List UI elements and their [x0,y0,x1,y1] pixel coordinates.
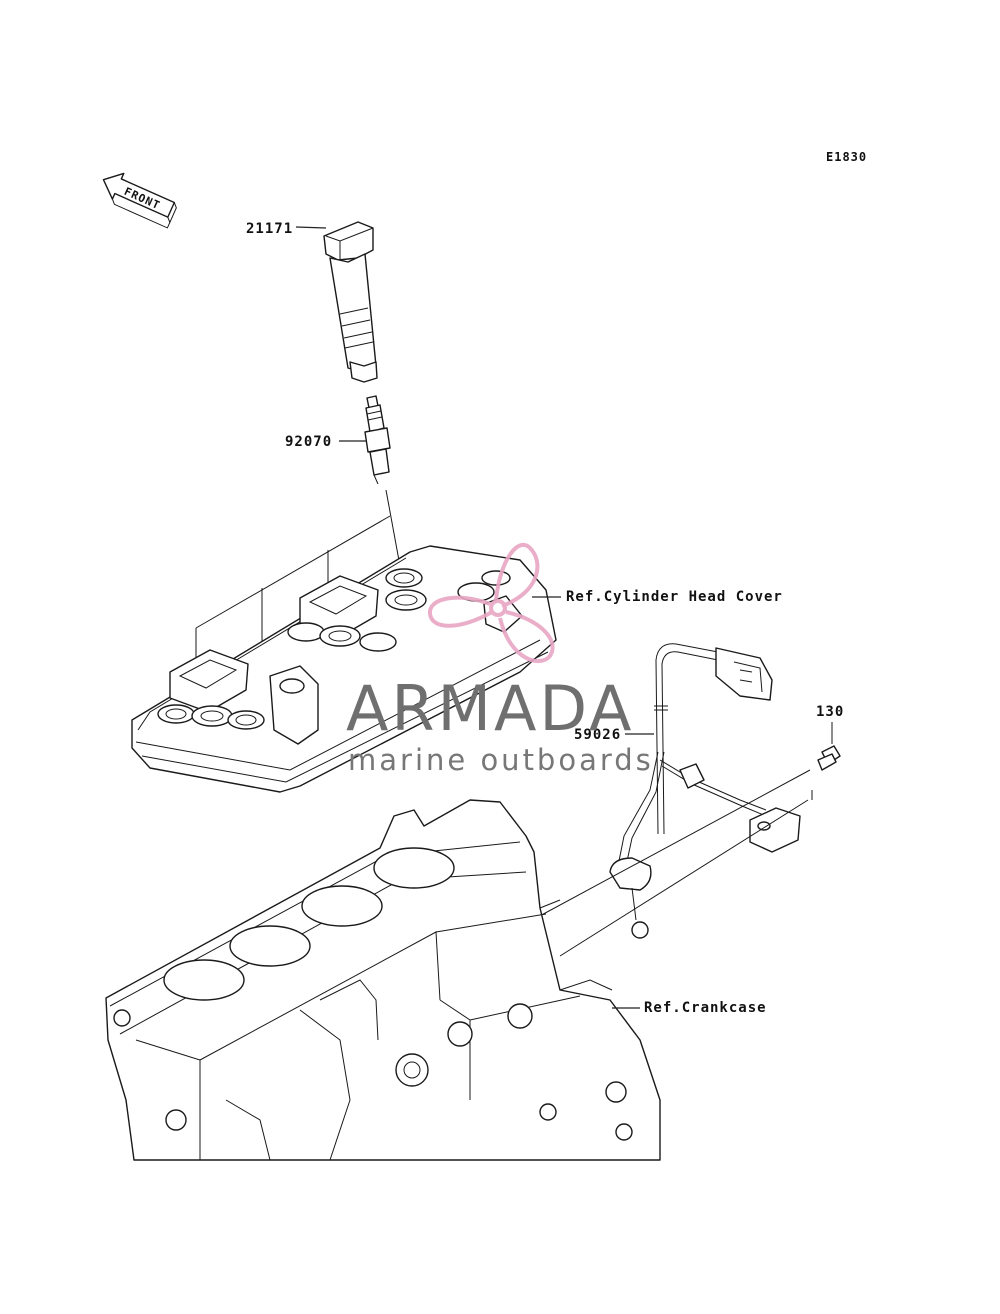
callout-ignition-coil: 21171 [246,221,293,237]
callout-spark-plug: 92070 [285,434,332,450]
callout-harness: 59026 [574,727,621,743]
bolt [817,722,841,771]
callout-ref-crankcase: Ref.Crankcase [644,1000,767,1016]
cylinder-head-cover [131,545,557,793]
sensor-install-lines [535,769,813,957]
front-arrow-icon: FRONT [102,172,177,229]
propeller-icon [428,542,555,664]
leader-21171 [295,226,327,229]
watermark-logo [428,542,555,664]
diagram-code: E1830 [826,150,867,164]
watermark-title: ARMADA [346,672,634,745]
callout-bolt: 130 [816,704,844,720]
watermark-subtitle: marine outboards [348,743,654,777]
crankcase [105,799,661,1161]
ignition-coil [323,221,378,383]
wiring-harness [609,643,801,939]
spark-plug [364,395,391,485]
callout-ref-head-cover: Ref.Cylinder Head Cover [566,589,783,605]
